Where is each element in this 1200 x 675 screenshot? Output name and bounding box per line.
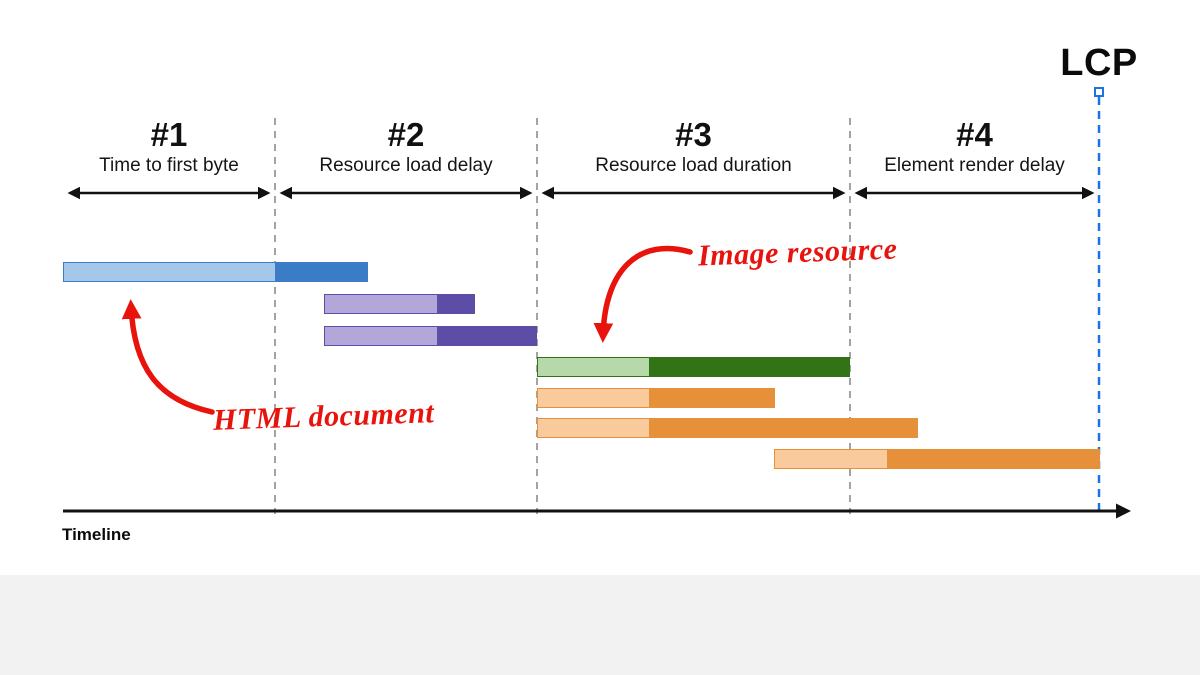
image-bar	[537, 357, 850, 377]
script-bar	[537, 418, 918, 438]
section-4-number: #4	[956, 116, 993, 153]
section-2-number: #2	[387, 116, 425, 153]
section-3-label: Resource load duration	[595, 155, 792, 176]
script-bar-dark-segment	[649, 418, 918, 438]
timeline-axis-label: Timeline	[62, 525, 131, 544]
section-2-label: Resource load delay	[319, 155, 493, 176]
document-bar-dark-segment	[275, 262, 368, 282]
section-1-number: #1	[150, 116, 188, 153]
lcp-label: LCP	[1060, 42, 1138, 84]
html-document-annotation-arrow	[121, 299, 215, 415]
section-1-label: Time to first byte	[99, 155, 239, 176]
section-4-label: Element render delay	[884, 155, 1065, 176]
legend: DocumentStylesheetScriptImage	[0, 575, 1200, 675]
stylesheet-bar	[324, 326, 537, 346]
document-bar	[63, 262, 368, 282]
section-3-number: #3	[675, 116, 712, 153]
script-bar-dark-segment	[649, 388, 775, 408]
stylesheet-bar-dark-segment	[437, 294, 475, 314]
script-bar-dark-segment	[887, 449, 1100, 469]
stylesheet-bar	[324, 294, 475, 314]
image-resource-annotation-text: Image resource	[697, 232, 898, 273]
stylesheet-bar-dark-segment	[437, 326, 537, 346]
lcp-line-marker	[1094, 87, 1104, 97]
image-resource-annotation-arrow	[593, 245, 693, 343]
script-bar	[774, 449, 1100, 469]
image-bar-dark-segment	[649, 357, 850, 377]
script-bar	[537, 388, 775, 408]
